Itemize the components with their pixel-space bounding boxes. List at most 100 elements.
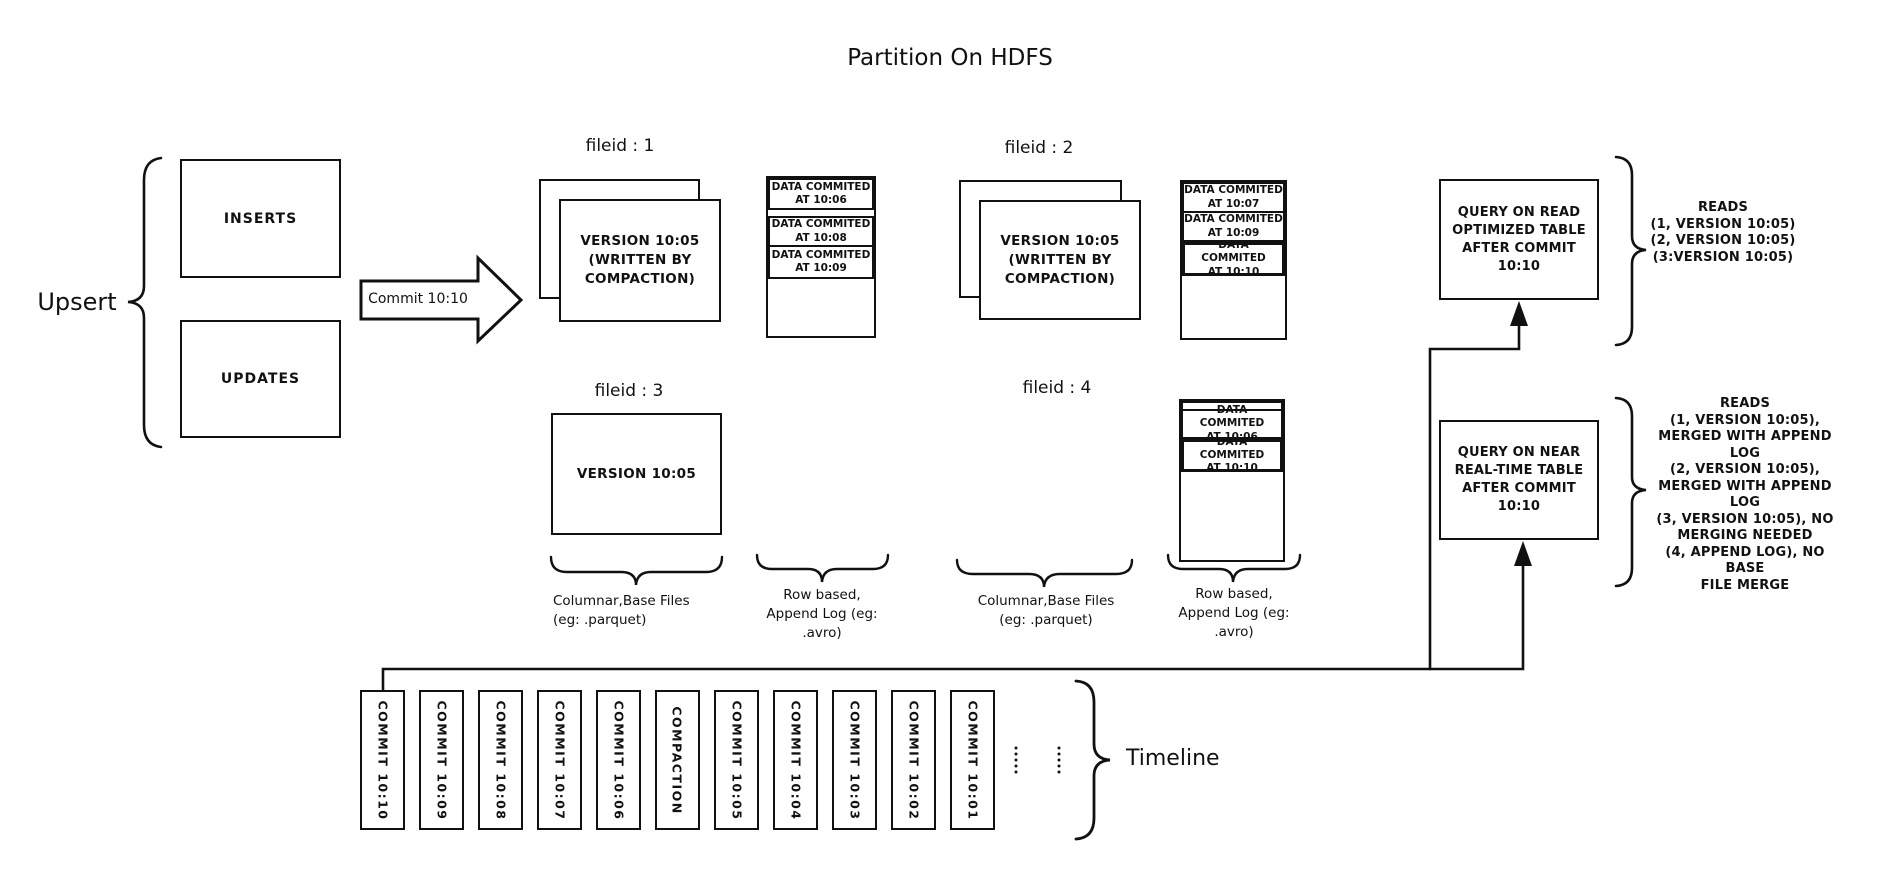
timeline-commit-box: COMMIT 10:07: [537, 690, 582, 830]
append-log-4: DATA COMMITED AT 10:06 DATA COMMITED AT …: [1179, 399, 1285, 562]
fileid-2-label: fileid : 2: [1004, 138, 1074, 158]
reads-line: (4, APPEND LOG), NO BASE: [1665, 544, 1825, 577]
commit-arrow-label: Commit 10:10: [368, 291, 468, 307]
log-segment-text: DATA COMMITED: [771, 218, 871, 231]
query-text-line: QUERY ON READ: [1457, 204, 1581, 220]
log-segment-time: AT 10:07: [1207, 197, 1260, 210]
timeline-commit-label: COMMIT 10:10: [375, 700, 390, 820]
append-log-2: DATA COMMITED AT 10:07 DATA COMMITED AT …: [1180, 180, 1287, 340]
upsert-label: Upsert: [37, 288, 117, 316]
log-segment-latest-commit: DATA COMMITED AT 10:10: [1182, 239, 1285, 278]
reads-annotation-read-optimized: READS (1, VERSION 10:05) (2, VERSION 10:…: [1623, 200, 1823, 266]
row-based-brace-2: [1166, 553, 1302, 583]
log-segment-text: DATA COMMITED: [1199, 404, 1265, 430]
fileid-3-base-file: VERSION 10:05: [551, 413, 722, 535]
timeline-compaction-box: COMPACTION: [655, 690, 700, 830]
log-segment-time: AT 10:10: [1207, 265, 1260, 278]
query-read-optimized-box: QUERY ON READ OPTIMIZED TABLE AFTER COMM…: [1439, 179, 1599, 300]
connector-timeline-to-queries: [381, 561, 1525, 693]
log-segment-time: AT 10:10: [1206, 462, 1258, 475]
query-text-line: 10:10: [1497, 499, 1541, 514]
timeline-commit-box: COMMIT 10:05: [714, 690, 759, 830]
timeline-commit-box: COMMIT 10:08: [478, 690, 523, 830]
timeline-commit-label: COMPACTION: [670, 705, 685, 815]
storage-label-line: Row based,: [1195, 586, 1273, 602]
reads-line: READS: [1719, 396, 1771, 411]
base-file-text-line: VERSION 10:05: [580, 233, 700, 249]
reads-brace-near-real-time: [1614, 396, 1647, 588]
query-text-line: REAL-TIME TABLE: [1454, 463, 1584, 478]
timeline-commit-box: COMMIT 10:06: [596, 690, 641, 830]
columnar-label-2: Columnar,Base Files (eg: .parquet): [946, 592, 1146, 630]
timeline-commit-label: COMMIT 10:08: [493, 700, 508, 820]
storage-label-line: Columnar,Base Files: [553, 593, 690, 609]
timeline-commit-label: COMMIT 10:04: [788, 700, 803, 820]
reads-line: (2, VERSION 10:05): [1650, 233, 1796, 248]
inserts-label: INSERTS: [223, 210, 298, 227]
log-segment-text: DATA COMMITED: [1201, 239, 1266, 265]
fileid-2-base-file: VERSION 10:05 (WRITTEN BY COMPACTION): [979, 200, 1141, 320]
reads-line: MERGED WITH APPEND LOG: [1658, 478, 1832, 511]
query-near-real-time-box: QUERY ON NEAR REAL-TIME TABLE AFTER COMM…: [1439, 420, 1599, 540]
storage-label-line: .avro): [1214, 624, 1254, 640]
storage-label-line: (eg: .parquet): [999, 612, 1093, 628]
log-segment: DATA COMMITED AT 10:06: [768, 178, 874, 210]
timeline-brace: [1074, 679, 1111, 841]
reads-annotation-near-real-time: READS (1, VERSION 10:05), MERGED WITH AP…: [1645, 396, 1845, 594]
reads-line: (1, VERSION 10:05),: [1669, 412, 1821, 428]
query-text-line: AFTER COMMIT: [1462, 240, 1576, 256]
timeline-commit-label: COMMIT 10:05: [729, 700, 744, 820]
log-segment-time: AT 10:08: [795, 231, 847, 244]
fileid-4-label: fileid : 4: [1022, 378, 1092, 398]
base-file-text-line: (WRITTEN BY: [1008, 251, 1112, 268]
storage-label-line: (eg: .parquet): [553, 612, 647, 628]
row-based-label-2: Row based, Append Log (eg: .avro): [1134, 585, 1334, 642]
timeline-commit-box: COMMIT 10:02: [891, 690, 936, 830]
arrowhead-read-optimized: [1510, 301, 1528, 326]
columnar-label-1: Columnar,Base Files (eg: .parquet): [553, 592, 723, 630]
log-segment-text: DATA COMMITED: [1199, 435, 1265, 461]
storage-label-line: .avro): [802, 625, 842, 641]
log-segment-time: AT 10:06: [795, 194, 847, 206]
columnar-brace-2: [955, 558, 1134, 588]
upsert-brace: [127, 156, 163, 449]
log-segment: DATA COMMITED AT 10:07: [1182, 182, 1285, 213]
log-segment-text: DATA COMMITED: [771, 180, 871, 193]
reads-line: MERGED WITH APPEND LOG: [1658, 429, 1832, 461]
query-text-line: 10:10: [1497, 258, 1541, 274]
append-log-1: DATA COMMITED AT 10:06 DATA COMMITED AT …: [766, 176, 876, 338]
storage-label-line: Append Log (eg:: [1178, 605, 1290, 621]
log-segment-text: DATA COMMITED: [1184, 184, 1283, 197]
storage-label-line: Columnar,Base Files: [977, 593, 1115, 609]
timeline-commit-label: COMMIT 10:07: [552, 700, 567, 820]
log-segment: DATA COMMITED AT 10:09: [1182, 211, 1285, 242]
query-text-line: AFTER COMMIT: [1462, 481, 1576, 496]
timeline-commit-box: COMMIT 10:03: [832, 690, 877, 830]
commit-arrow-shape: [359, 254, 524, 345]
columnar-brace-1: [549, 555, 724, 586]
storage-label-line: Append Log (eg:: [766, 606, 878, 622]
connector-to-read-optimized: [1428, 321, 1521, 671]
timeline-commit-box: COMMIT 10:04: [773, 690, 818, 830]
fileid-3-label: fileid : 3: [594, 381, 664, 401]
reads-line: (1, VERSION 10:05): [1650, 216, 1796, 232]
storage-label-line: Row based,: [783, 587, 861, 603]
reads-brace-read-optimized: [1614, 155, 1647, 347]
updates-box: UPDATES: [180, 320, 341, 438]
timeline-commit-label: COMMIT 10:06: [611, 700, 626, 820]
log-segment-time: AT 10:09: [795, 262, 847, 274]
reads-line: FILE MERGE: [1700, 577, 1790, 593]
timeline-ellipsis-dots: [1014, 746, 1061, 774]
base-file-text-line: (WRITTEN BY: [588, 252, 692, 268]
log-segment-latest-commit: DATA COMMITED AT 10:10: [1181, 435, 1283, 475]
timeline-commit-label: COMMIT 10:03: [847, 700, 862, 820]
base-file-text-line: VERSION 10:05: [576, 465, 697, 482]
log-segment: DATA COMMITED AT 10:06: [1181, 404, 1283, 443]
inserts-box: INSERTS: [180, 159, 341, 278]
timeline-label: Timeline: [1126, 746, 1220, 771]
fileid-1-base-file: VERSION 10:05 (WRITTEN BY COMPACTION): [559, 199, 721, 322]
row-based-label-1: Row based, Append Log (eg: .avro): [722, 586, 922, 643]
query-text-line: QUERY ON NEAR: [1457, 445, 1581, 460]
log-segment: DATA COMMITED AT 10:08: [768, 216, 874, 247]
